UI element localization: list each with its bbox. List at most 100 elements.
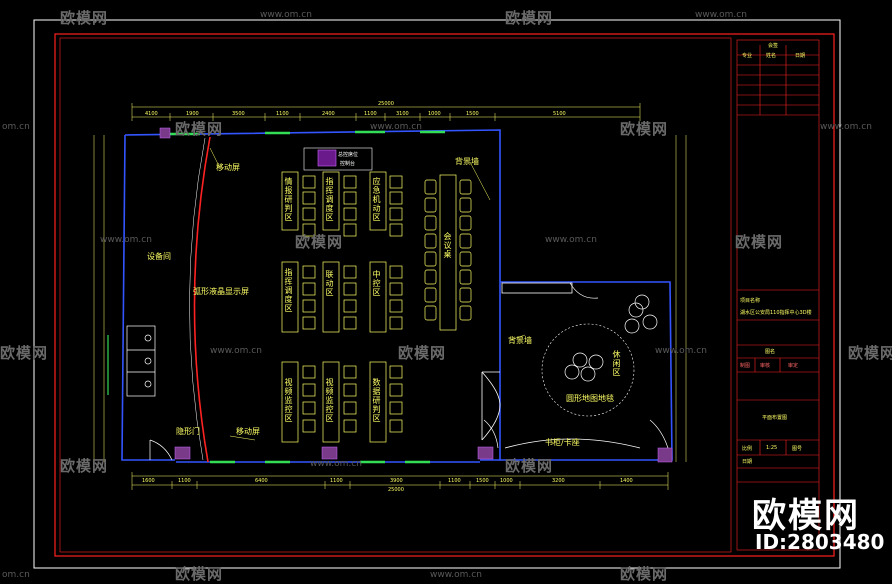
dim-bot-seg-6: 1500: [476, 478, 489, 484]
outer-frame: [33, 19, 841, 569]
watermark-brand-11: 欧模网: [505, 457, 554, 475]
zone-video-monitor-2: 视频监控区: [325, 378, 334, 423]
dim-bot-seg-8: 3200: [552, 478, 565, 484]
dim-top-seg-1: 1900: [186, 111, 199, 117]
watermark-url-11: om.cn: [2, 570, 30, 580]
dim-bot-seg-5: 1100: [448, 478, 461, 484]
watermark-url-9: www.om.cn: [655, 346, 707, 356]
tb-row-col-2: 审定: [788, 363, 799, 369]
tb-sign-col-1: 姓名: [766, 53, 777, 59]
label-bookshelf: 书柜/卡座: [545, 438, 580, 447]
round-carpet: [541, 294, 658, 417]
curved-screen-arc-inner: [189, 137, 206, 461]
zone-central-control: 中控区: [372, 270, 381, 297]
doors: [149, 282, 669, 461]
brand-id: ID:2803480: [755, 530, 885, 554]
watermark-brand-4: 欧模网: [620, 120, 669, 138]
watermark-brand-5: 欧模网: [295, 233, 344, 251]
label-curved-screen: 弧形液晶显示屏: [193, 287, 249, 296]
tb-scale-2: 图号: [792, 446, 803, 452]
tb-header: 会签: [768, 43, 779, 49]
watermark-brand-1: 欧模网: [60, 9, 109, 27]
label-console-top: 总控席位: [338, 152, 359, 158]
watermark-brand-8: 欧模网: [398, 344, 447, 362]
watermark-url-7: www.om.cn: [545, 235, 597, 245]
inner-frame: [54, 33, 835, 557]
watermark-brand-10: 欧模网: [60, 457, 109, 475]
dim-bottom-total: 25000: [388, 487, 404, 493]
watermark-brand-13: 欧模网: [620, 565, 669, 583]
watermark-url-10: www.om.cn: [310, 459, 362, 469]
zone-rest: 休闲区: [612, 350, 621, 377]
watermark-brand-9: 欧模网: [848, 344, 892, 362]
tb-date: 日期: [742, 459, 753, 465]
zone-linkage: 联动区: [325, 270, 334, 297]
dim-top-seg-0: 4100: [145, 111, 158, 117]
inner-frame-2: [59, 37, 732, 553]
curved-screen-arc: [193, 136, 211, 463]
watermark-url-3: om.cn: [2, 122, 30, 132]
watermark-url-12: www.om.cn: [430, 570, 482, 580]
tb-sign-col-0: 专业: [742, 53, 753, 59]
desks: [281, 171, 403, 443]
tb-row-col-1: 审核: [760, 363, 771, 369]
dim-top-seg-6: 3100: [396, 111, 409, 117]
dim-bot-seg-2: 6400: [255, 478, 268, 484]
dim-bot-seg-4: 3900: [390, 478, 403, 484]
watermark-url-8: www.om.cn: [210, 346, 262, 356]
tb-project-name: 湖水区公安局110指挥中心3D楼: [740, 310, 812, 316]
tb-scale-0: 比例: [742, 446, 753, 452]
columns: [159, 127, 673, 463]
label-hidden-door: 隐形门: [176, 427, 200, 436]
dim-top-seg-8: 1500: [466, 111, 479, 117]
watermark-brand-2: 欧模网: [505, 9, 554, 27]
watermark-url-1: www.om.cn: [260, 10, 312, 20]
label-mobile-screen-bottom: 移动屏: [236, 427, 260, 436]
watermark-url-4: www.om.cn: [370, 122, 422, 132]
dimension-ticks-top: [169, 113, 601, 489]
dim-top-seg-7: 1000: [428, 111, 441, 117]
dim-bot-seg-7: 1000: [500, 478, 513, 484]
dim-bot-seg-0: 1600: [142, 478, 155, 484]
watermark-brand-7: 欧模网: [0, 344, 49, 362]
watermark-url-6: www.om.cn: [100, 235, 152, 245]
zone-command-dispatch-2: 指挥调度区: [284, 268, 293, 313]
label-equipment-room: 设备间: [147, 252, 171, 261]
tb-drawing-name: 平面布置图: [762, 415, 788, 421]
equipment-racks: [126, 325, 156, 397]
dim-bot-seg-9: 1400: [620, 478, 633, 484]
dim-top-seg-5: 1100: [364, 111, 377, 117]
dim-bot-seg-1: 1100: [178, 478, 191, 484]
label-backdrop-mid: 背景墙: [508, 336, 532, 345]
brand-logo-text: 欧模网: [752, 496, 860, 536]
zone-data-research: 数据研判区: [372, 378, 381, 423]
dim-bot-seg-3: 1100: [330, 478, 343, 484]
zone-command-dispatch-1: 指挥调度区: [325, 177, 334, 222]
label-backdrop-top: 背景墙: [455, 157, 479, 166]
partition-walls: [481, 282, 573, 441]
dimension-lines: [93, 103, 687, 490]
dim-top-right: 5100: [553, 111, 566, 117]
watermark-brand-3: 欧模网: [175, 120, 224, 138]
dim-top-seg-4: 2400: [322, 111, 335, 117]
tb-sign-col-2: 日期: [795, 53, 806, 59]
dim-top-seg-2: 3500: [232, 111, 245, 117]
tb-stamp-label: 图名: [765, 349, 776, 355]
label-mobile-screen-top: 移动屏: [216, 163, 240, 172]
tb-project-label: 项目名称: [740, 298, 761, 304]
label-round-map: 圆形地图地毯: [566, 394, 614, 403]
master-console: [303, 147, 373, 171]
zone-info-research: 情报研判区: [284, 177, 293, 222]
zone-meeting: 会议桌: [443, 232, 452, 259]
tb-scale-1: 1:25: [766, 445, 778, 451]
watermark-brand-6: 欧模网: [735, 233, 784, 251]
leader-lines: [209, 147, 526, 441]
zone-emergency-mobile: 应急机动区: [372, 177, 381, 222]
watermark-brand-12: 欧模网: [175, 565, 224, 583]
label-console-bottom: 控制台: [340, 161, 356, 167]
title-block: [736, 39, 820, 551]
dim-top-seg-3: 1100: [276, 111, 289, 117]
bookshelf-curve: [504, 438, 641, 449]
exterior-walls: [121, 129, 673, 463]
